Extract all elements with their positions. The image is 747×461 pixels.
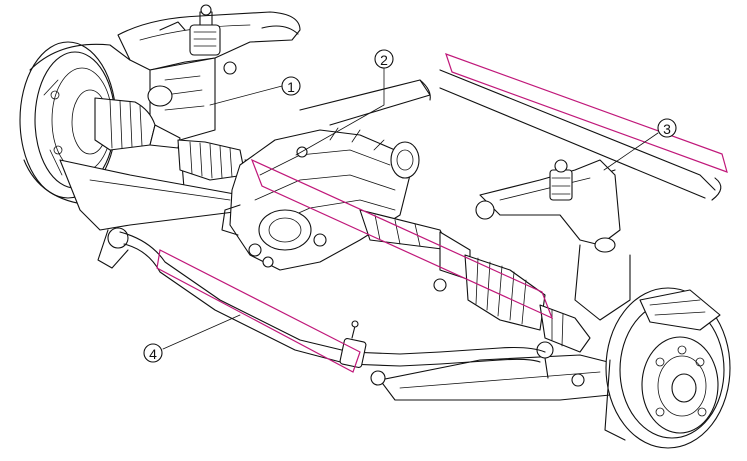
left-drive-shaft: [94, 97, 263, 181]
right-upper-control-arm: [475, 159, 631, 321]
right-lower-control-arm: [370, 341, 621, 401]
callout-2-label: 2: [380, 52, 388, 68]
right-wheel-hub: [604, 287, 731, 449]
highlight-frame-crossmember: [445, 53, 728, 173]
callout-3-label: 3: [663, 121, 671, 137]
callout-2: 2: [374, 49, 394, 69]
callout-3: 3: [657, 118, 677, 138]
callout-leaders: [162, 67, 659, 350]
highlight-differential: [250, 158, 554, 320]
callout-1-label: 1: [287, 79, 295, 95]
highlight-frames: [156, 53, 728, 373]
callout-4-label: 4: [149, 346, 157, 362]
callout-2-circle: [374, 49, 394, 69]
callout-4: 4: [143, 343, 163, 363]
callout-1: 1: [281, 76, 301, 96]
callout-3-circle: [657, 118, 677, 138]
callout-4-circle: [143, 343, 163, 363]
highlight-stabilizer-bar: [156, 249, 361, 373]
frame-crossmember: [299, 69, 722, 216]
right-drive-shaft: [359, 209, 591, 353]
callout-1-circle: [281, 76, 301, 96]
front-differential: [221, 127, 420, 271]
